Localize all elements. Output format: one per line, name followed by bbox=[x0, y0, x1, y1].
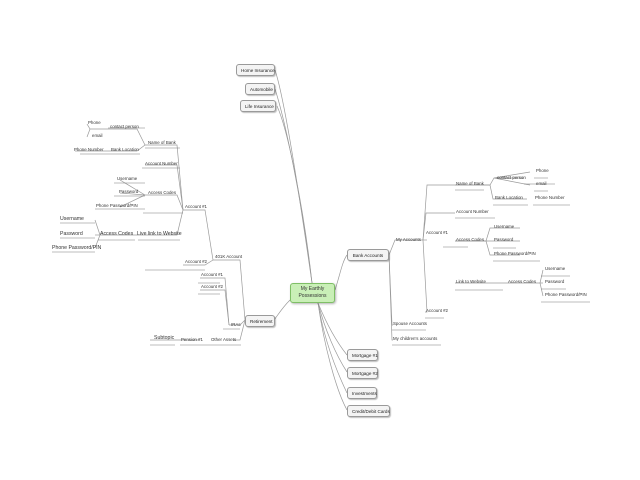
subtopic-children-accounts[interactable]: My children's accounts bbox=[393, 336, 438, 341]
subtopic-contact-person[interactable]: contact person bbox=[497, 175, 526, 180]
subtopic-ret-email[interactable]: email bbox=[92, 133, 103, 138]
subtopic-ira-account-2[interactable]: Account #2 bbox=[201, 284, 223, 289]
subtopic-account-1[interactable]: Account #1 bbox=[426, 230, 448, 235]
topic-mortgage-2[interactable]: Mortgage #2 bbox=[347, 367, 378, 379]
subtopic-ret-bank-location[interactable]: Bank Location bbox=[111, 147, 139, 152]
subtopic-ret-contact-person[interactable]: contact person bbox=[110, 124, 139, 129]
subtopic-email[interactable]: email bbox=[536, 181, 547, 186]
subtopic-ret-account-number[interactable]: Account Number bbox=[145, 161, 178, 166]
subtopic-phone-number[interactable]: Phone Number bbox=[535, 195, 565, 200]
subtopic-access-codes-2[interactable]: Access Codes bbox=[508, 279, 537, 284]
subtopic-phone[interactable]: Phone bbox=[536, 168, 549, 173]
subtopic-ret-phone-password-pin-2[interactable]: Phone Password/PIN bbox=[52, 245, 102, 251]
subtopic-ret-username[interactable]: Username bbox=[117, 176, 138, 181]
subtopic-pension-1[interactable]: Pension #1 bbox=[181, 337, 203, 342]
subtopic-spouse-accounts[interactable]: Spouse Accounts bbox=[393, 321, 427, 326]
subtopic-username[interactable]: Username bbox=[494, 224, 515, 229]
subtopic-ret-access-codes[interactable]: Access Codes bbox=[148, 190, 177, 195]
subtopic-ret-password-2[interactable]: Password bbox=[60, 231, 83, 237]
subtopic-password-2[interactable]: Password bbox=[545, 279, 565, 284]
subtopic-other-assets[interactable]: Other Assets bbox=[211, 337, 237, 342]
topic-home-insurance[interactable]: Home Insurance bbox=[236, 64, 275, 76]
subtopic-ret-phone[interactable]: Phone bbox=[88, 120, 101, 125]
central-topic-line2: Possessions bbox=[298, 293, 327, 299]
subtopic-my-accounts[interactable]: My Accounts bbox=[396, 237, 421, 242]
topic-automobile[interactable]: Automobile bbox=[245, 83, 275, 95]
subtopic-ret-name-of-bank[interactable]: Name of Bank bbox=[148, 140, 176, 145]
subtopic-iras[interactable]: IRAs bbox=[231, 322, 241, 327]
subtopic-ret-phone-password-pin[interactable]: Phone Password/PIN bbox=[96, 203, 138, 208]
subtopic-live-link-to-website[interactable]: Live link to Website bbox=[137, 231, 182, 237]
subtopic-password[interactable]: Password bbox=[494, 237, 514, 242]
subtopic-phone-password-pin-2[interactable]: Phone Password/PIN bbox=[545, 292, 587, 297]
subtopic-name-of-bank[interactable]: Name of Bank bbox=[456, 181, 484, 186]
central-topic[interactable]: My Earthly Possessions bbox=[290, 283, 335, 303]
subtopic-phone-password-pin[interactable]: Phone Password/PIN bbox=[494, 251, 536, 256]
topic-investments[interactable]: Investments bbox=[347, 387, 377, 399]
subtopic-account-2[interactable]: Account #2 bbox=[426, 308, 448, 313]
subtopic-access-codes[interactable]: Access Codes bbox=[456, 237, 485, 242]
subtopic-ret-account-2[interactable]: Account #2 bbox=[185, 259, 207, 264]
topic-credit-debit-cards[interactable]: Credit/Debit Cards bbox=[347, 405, 390, 417]
topic-life-insurance[interactable]: Life Insurance bbox=[240, 100, 276, 112]
subtopic-ret-account-1[interactable]: Account #1 bbox=[185, 204, 207, 209]
subtopic-401k-account[interactable]: 401K Account bbox=[215, 254, 243, 259]
topic-bank-accounts[interactable]: Bank Accounts bbox=[347, 249, 389, 261]
subtopic-ret-password[interactable]: Password bbox=[119, 189, 139, 194]
subtopic-bank-location[interactable]: Bank Location bbox=[495, 195, 523, 200]
subtopic-ret-username-2[interactable]: Username bbox=[60, 216, 84, 222]
subtopic-ret-phone-number[interactable]: Phone Number bbox=[74, 147, 104, 152]
subtopic-ret-access-codes-2[interactable]: Access Codes bbox=[100, 231, 134, 237]
central-topic-line1: My Earthly bbox=[300, 286, 325, 292]
topic-retirement[interactable]: Retirement bbox=[245, 315, 275, 327]
topic-mortgage-1[interactable]: Mortgage #1 bbox=[347, 349, 378, 361]
subtopic-link-to-website[interactable]: Link to Website bbox=[456, 279, 486, 284]
subtopic-subtopic[interactable]: Subtopic bbox=[154, 335, 175, 341]
subtopic-account-number[interactable]: Account Number bbox=[456, 209, 489, 214]
subtopic-username-2[interactable]: Username bbox=[545, 266, 566, 271]
subtopic-ira-account-1[interactable]: Account #1 bbox=[201, 272, 223, 277]
